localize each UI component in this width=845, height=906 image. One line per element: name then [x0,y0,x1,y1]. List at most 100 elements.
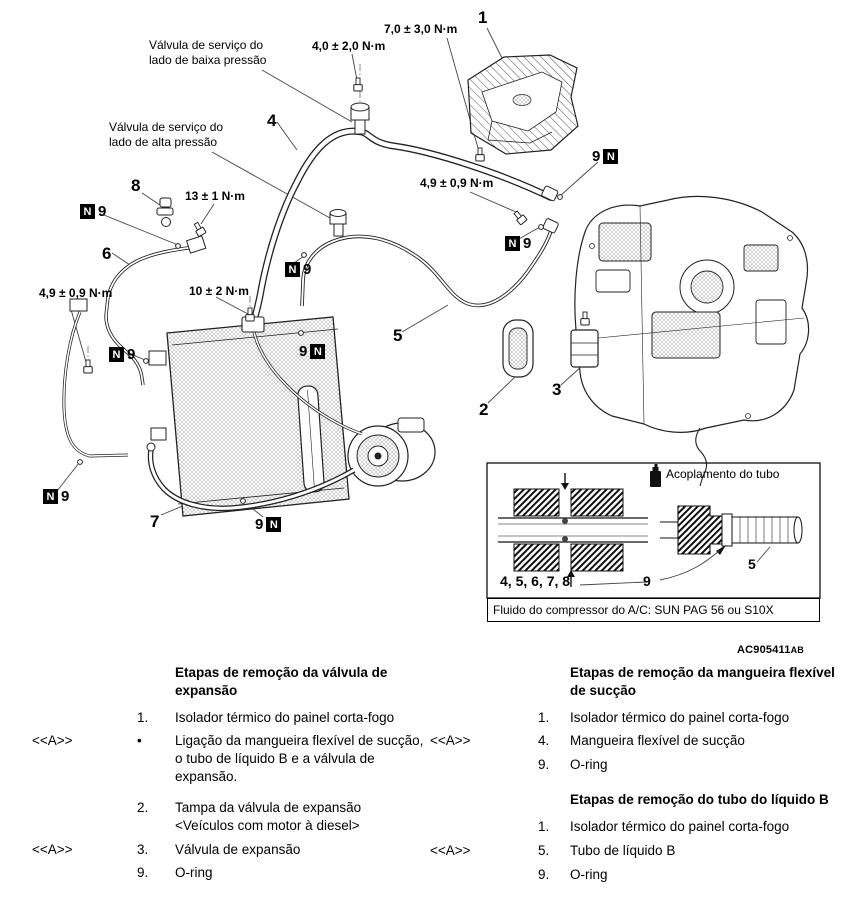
oring-marker: 9 N [255,516,282,533]
step-text: Isolador térmico do painel corta-fogo [570,709,790,725]
torque-label: 4,9 ± 0,9 N·m [39,286,113,300]
figure-code-suffix: AB [790,645,804,655]
list-item: <<A>> 4. Mangueira flexível de sucção [428,732,842,750]
oring-marker: 9 N [299,343,326,360]
oring-number: 9 [303,261,312,278]
list-item: 1. Isolador térmico do painel corta-fogo [428,709,842,727]
list-item: <<A>> 5. Tubo de líquido B [428,842,842,860]
oring-number: 9 [255,516,264,533]
step-marker: <<A>> [430,842,471,858]
oring-number: 9 [127,346,136,363]
expansion-valve-steps-list: Etapas de remoção da válvula de expansão… [30,664,428,888]
step-marker: <<A>> [430,733,471,749]
receiver-pipe-drawing [62,298,129,458]
lubricant-can-icon [650,464,661,487]
step-marker [428,818,538,836]
low-pressure-service-valve-drawing [350,102,370,135]
lubricant-n-icon: N [109,347,124,362]
oring-marker: N 9 [80,203,106,220]
discharge-hose-drawing [146,442,356,512]
step-text: O-ring [570,757,608,773]
list-item: 2. Tampa da válvula de expansão <Veículo… [30,799,428,835]
oring-marker: N 9 [109,346,135,363]
inset-oring-callout: 9 [643,573,651,589]
callout-2: 2 [479,400,489,419]
step-marker [428,709,538,727]
lubricant-n-icon: N [285,262,300,277]
oring-marker: 9 N [592,148,619,165]
step-number: 2. [137,799,149,815]
step-number: 4. [538,733,550,749]
lubricant-n-icon: N [505,236,520,251]
oring-marker: N 9 [505,235,531,252]
list-title: Etapas de remoção do tubo do líquido B [570,792,829,808]
removal-steps-section: Etapas de remoção da válvula de expansão… [0,660,845,906]
step-number: • [137,733,142,749]
step-text: O-ring [570,866,608,882]
step-text: Isolador térmico do painel corta-fogo [175,709,395,725]
step-text: Ligação da mangueira flexível de sucção,… [175,733,424,785]
callout-7: 7 [150,512,160,531]
oring-number: 9 [592,148,601,165]
step-marker: <<A>> [32,841,73,857]
list-item: <<A>> • Ligação da mangueira flexível de… [30,732,428,785]
liquid-tube-b-drawing [300,218,559,308]
coupling-cross-section-drawing [498,473,648,587]
list-item: 9. O-ring [30,864,428,882]
step-text: O-ring [175,865,213,881]
step-text: Válvula de expansão [175,841,301,857]
torque-label: 4,9 ± 0,9 N·m [420,176,494,190]
list-item: 9. O-ring [428,866,842,884]
liquid-tube-a-drawing [104,235,207,386]
callout-1: 1 [478,8,488,27]
list-title: Etapas de remoção da válvula de expansão [175,665,388,698]
torque-label: 7,0 ± 3,0 N·m [384,22,458,36]
inset-pipe-callout: 5 [748,556,756,572]
expansion-valve-cover-drawing [502,319,534,378]
step-marker [428,866,538,884]
high-pressure-valve-label: Válvula de serviço do lado de alta press… [109,120,224,149]
step-number: 9. [538,866,550,882]
oring-number: 9 [523,235,532,252]
fluid-note-text: Fluido do compressor do A/C: SUN PAG 56 … [493,603,774,617]
figure-code-main: AC905411 [737,644,791,656]
step-marker [30,864,137,882]
step-text: Tampa da válvula de expansão <Veículos c… [175,799,362,833]
step-marker: <<A>> [32,733,73,749]
step-text: Mangueira flexível de sucção [570,733,745,749]
torque-label: 13 ± 1 N·m [185,189,245,203]
list-item: 1. Isolador térmico do painel corta-fogo [30,709,428,727]
callout-3: 3 [552,380,562,399]
step-number: 9. [137,865,149,881]
step-marker [428,756,538,774]
list-item: 9. O-ring [428,756,842,774]
oring-number: 9 [61,488,70,505]
lubricant-n-icon: N [266,517,282,532]
lubricant-n-icon: N [603,149,619,164]
callout-6: 6 [102,244,112,263]
torque-label: 4,0 ± 2,0 N·m [312,39,386,53]
expansion-valve-drawing [570,311,599,368]
suction-hose-drawing [241,127,559,436]
ac-piping-diagram: 7,0 ± 3,0 N·m 4,0 ± 2,0 N·m 4,9 ± 0,9 N·… [39,8,821,656]
list-item: 1. Isolador térmico do painel corta-fogo [428,818,842,836]
pressure-switch-drawing [156,197,174,227]
figure-code: AC905411AB [737,644,804,656]
step-number: 1. [538,818,550,834]
oring-number: 9 [299,343,308,360]
suction-hose-steps-list: Etapas de remoção da mangueira flexível … [428,664,842,889]
firewall-insulator-drawing [467,54,579,155]
step-number: 1. [137,709,149,725]
fluid-note: Fluido do compressor do A/C: SUN PAG 56 … [487,598,820,622]
coupling-caption: Acoplamento do tubo [666,467,780,481]
oring-marker: N 9 [43,488,69,505]
step-text: Tubo de líquido B [570,842,676,858]
oring-marker: N 9 [285,261,311,278]
callout-5: 5 [393,326,403,345]
step-number: 5. [538,842,550,858]
lubricant-n-icon: N [310,344,326,359]
oring-number: 9 [98,203,107,220]
lubricant-n-icon: N [43,489,58,504]
step-number: 3. [137,841,149,857]
